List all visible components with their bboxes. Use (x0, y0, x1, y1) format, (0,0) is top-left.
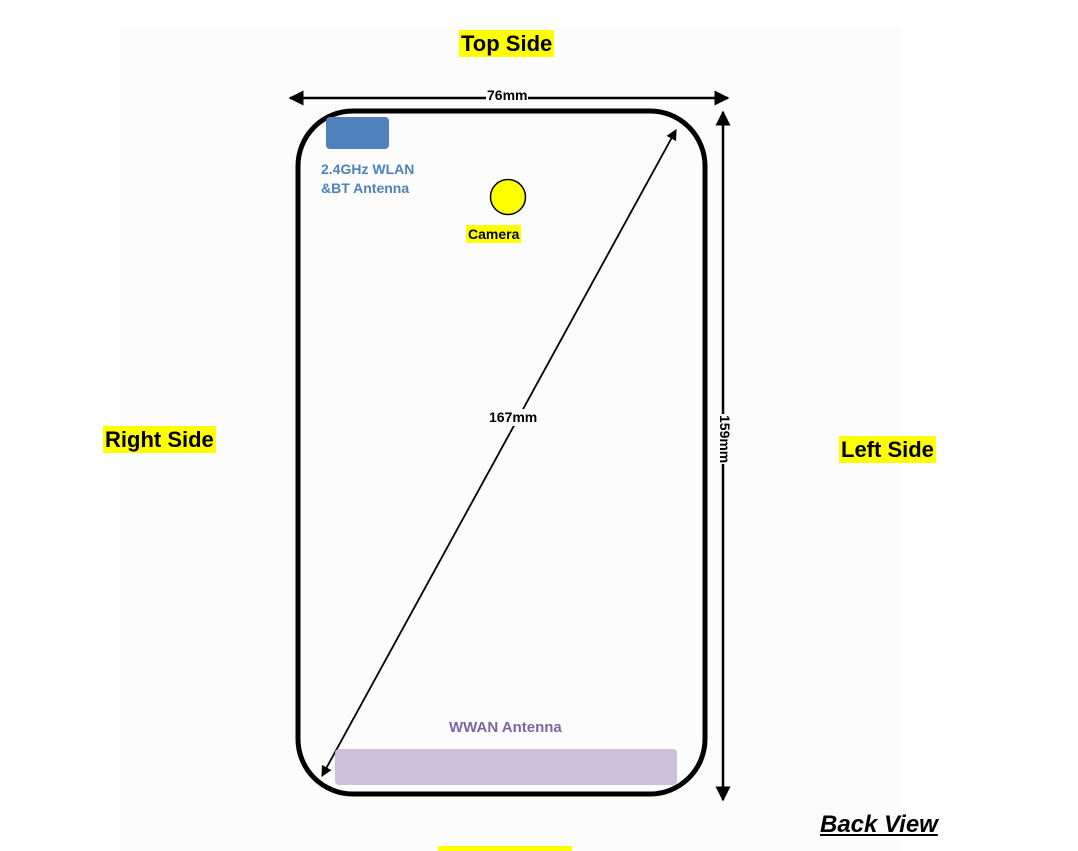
height-dimension-label: 159mm (716, 414, 733, 465)
left-side-label: Left Side (839, 436, 936, 463)
camera-icon (489, 178, 527, 216)
wlan-antenna-icon (326, 117, 389, 149)
camera-label: Camera (466, 225, 522, 243)
top-side-label: Top Side (459, 30, 555, 57)
wlan-antenna-label-line1: 2.4GHz WLAN (321, 161, 415, 177)
wwan-antenna-icon (335, 749, 677, 785)
back-view-label: Back View (820, 811, 938, 838)
device-outline (295, 108, 708, 797)
wlan-antenna-label-line2: &BT Antenna (321, 180, 410, 196)
diagonal-dimension-arrow (321, 129, 677, 777)
diagonal-dimension-label: 167mm (488, 409, 539, 426)
width-dimension-label: 76mm (486, 87, 529, 104)
bottom-highlight-strip (438, 846, 572, 851)
wwan-antenna-label: WWAN Antenna (449, 719, 562, 736)
right-side-label: Right Side (103, 426, 216, 453)
